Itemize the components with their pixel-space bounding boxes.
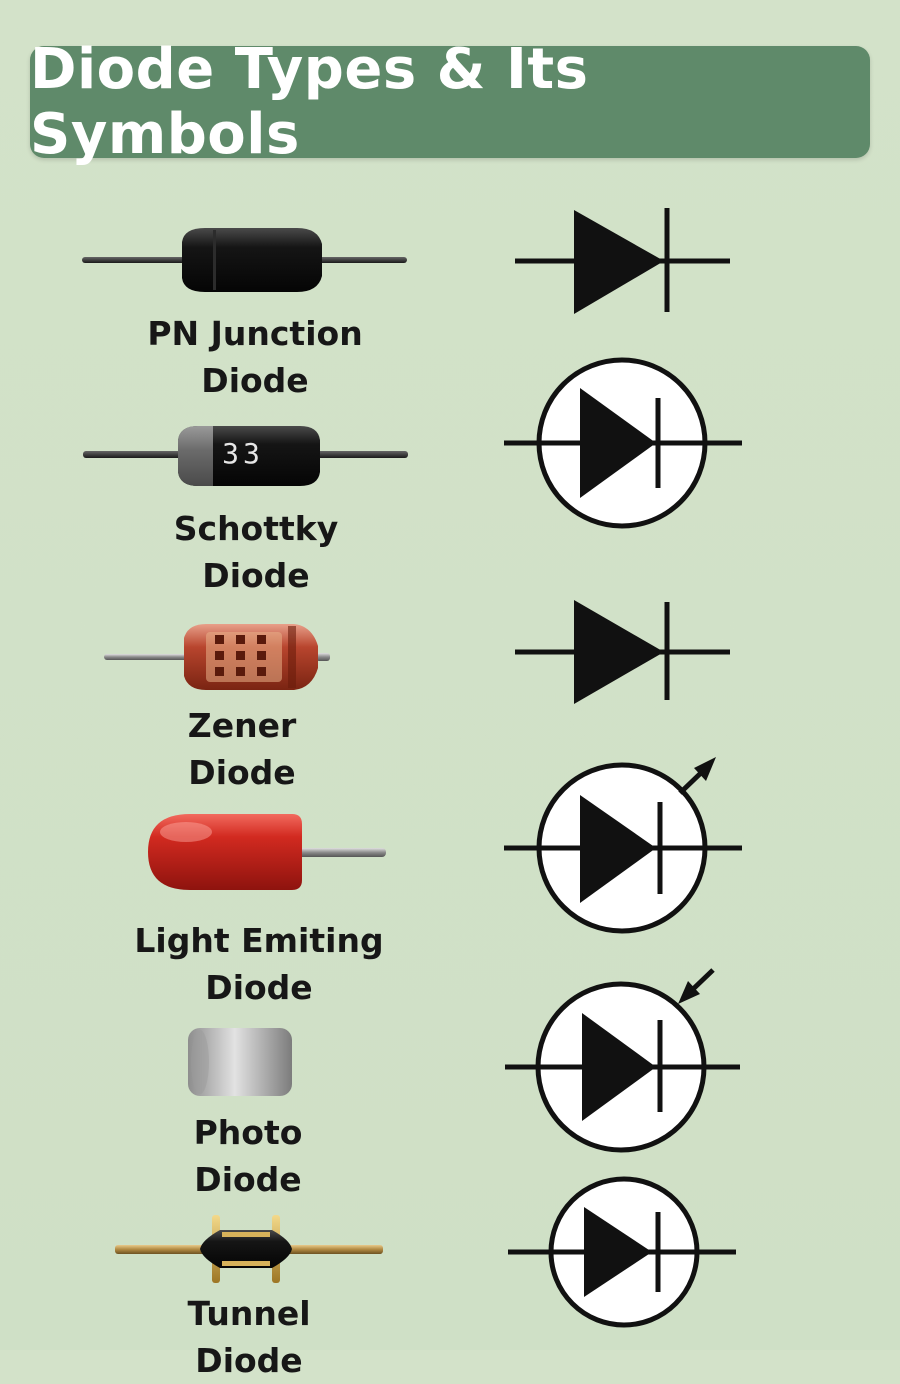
- title-banner: Diode Types & Its Symbols: [30, 37, 870, 167]
- schottky-symbol: [504, 357, 742, 529]
- schottky-label-line1: Schottky: [173, 509, 339, 548]
- pn-junction-symbol: [515, 208, 730, 314]
- pn-junction-label-line2: Diode: [201, 361, 309, 400]
- schottky-label: Schottky Diode: [76, 505, 436, 599]
- led-label-line1: Light Emiting: [134, 921, 384, 960]
- zener-label-line1: Zener: [187, 706, 297, 745]
- photo-diode-image: [188, 1028, 292, 1096]
- arrow-out-icon: [694, 757, 716, 781]
- led-symbol: [504, 757, 742, 934]
- schottky-label-line2: Diode: [202, 556, 310, 595]
- photo-symbol: [505, 968, 740, 1153]
- zener-label: Zener Diode: [62, 702, 422, 796]
- schottky-diode-image: 33: [83, 426, 408, 486]
- tunnel-symbol: [508, 1176, 736, 1328]
- tunnel-label-line2: Diode: [195, 1341, 303, 1380]
- photo-label: Photo Diode: [68, 1109, 428, 1203]
- tunnel-label-line1: Tunnel: [187, 1294, 311, 1333]
- zener-label-line2: Diode: [188, 753, 296, 792]
- pn-junction-label: PN Junction Diode: [75, 310, 435, 404]
- tunnel-label: Tunnel Diode: [69, 1290, 429, 1384]
- zener-diode-image: [104, 624, 330, 690]
- led-label: Light Emiting Diode: [79, 917, 439, 1011]
- pn-junction-diode-image: [82, 228, 407, 292]
- tunnel-diode-image: [115, 1215, 383, 1283]
- photo-label-line1: Photo: [193, 1113, 303, 1152]
- page-title: Diode Types & Its Symbols: [30, 37, 589, 167]
- photo-label-line2: Diode: [194, 1160, 302, 1199]
- arrow-in-icon: [678, 981, 700, 1004]
- zener-symbol: [515, 600, 730, 704]
- schottky-marking-text: 33: [222, 437, 264, 470]
- led-diode-image: [148, 814, 386, 890]
- led-label-line2: Diode: [205, 968, 313, 1007]
- pn-junction-label-line1: PN Junction: [147, 314, 363, 353]
- diagram-canvas: 33: [82, 208, 742, 1328]
